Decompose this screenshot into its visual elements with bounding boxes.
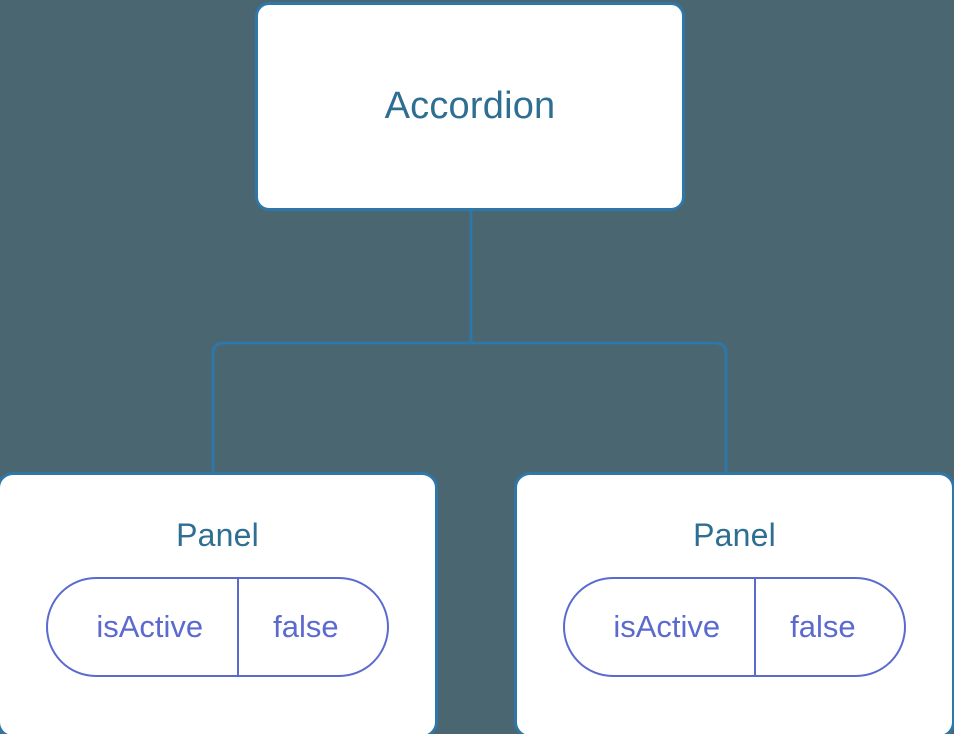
state-pill-0-value: false	[273, 609, 339, 645]
state-pill-1-key: isActive	[565, 578, 757, 675]
edge-to-panel-0	[211, 341, 471, 474]
state-pill-0-key: isActive	[48, 578, 240, 675]
node-panel-0-title: Panel	[176, 517, 259, 553]
node-accordion-title: Accordion	[384, 84, 556, 127]
state-pill-1[interactable]: isActive false	[563, 576, 906, 677]
node-accordion[interactable]: Accordion	[255, 2, 685, 211]
state-pill-1-value: false	[790, 609, 856, 645]
state-pill-0[interactable]: isActive false	[46, 576, 389, 677]
node-panel-1-title: Panel	[693, 517, 776, 553]
node-panel-1[interactable]: Panel isActive false	[514, 472, 954, 734]
node-panel-0[interactable]: Panel isActive false	[0, 472, 438, 734]
edge-to-panel-1	[471, 341, 728, 474]
